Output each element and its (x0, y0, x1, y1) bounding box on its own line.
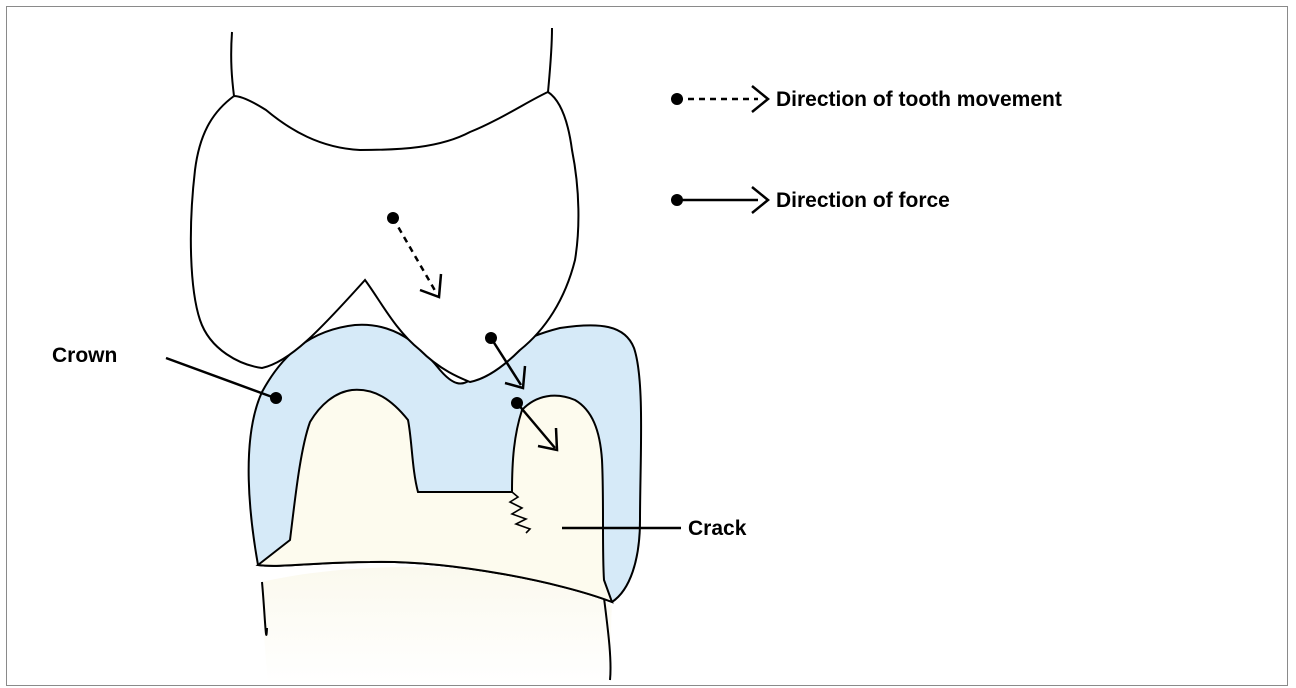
legend-force-label: Direction of force (776, 189, 950, 212)
legend-force-key (671, 187, 768, 213)
legend-movement-key (671, 86, 768, 112)
crack-label: Crack (688, 517, 747, 540)
legend-movement-label: Direction of tooth movement (776, 88, 1062, 111)
crown-label: Crown (52, 344, 117, 367)
